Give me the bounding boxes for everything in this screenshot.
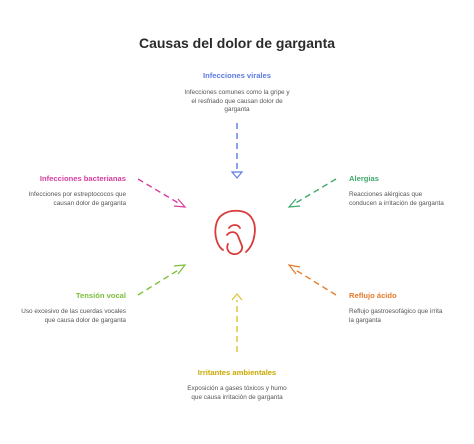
label-irritantes: Irritantes ambientales bbox=[197, 368, 277, 377]
label-bacteriana: Infecciones bacterianas bbox=[39, 174, 126, 183]
desc-bacteriana: Infecciones por estreptococos que causan… bbox=[28, 191, 126, 207]
label-viral: Infecciones virales bbox=[203, 71, 271, 80]
throat-icon bbox=[214, 209, 256, 256]
diagram-title: Causas del dolor de garganta bbox=[138, 35, 336, 51]
arrow-reflujo bbox=[287, 264, 337, 296]
desc-viral: Infecciones comunes como la gripe y el r… bbox=[184, 89, 290, 114]
arrow-alergias bbox=[287, 178, 337, 208]
label-alergias: Alergias bbox=[349, 174, 379, 183]
label-tension: Tensión vocal bbox=[75, 291, 126, 300]
label-reflujo: Reflujo ácido bbox=[349, 291, 397, 300]
arrow-viral bbox=[230, 123, 244, 179]
arrow-tension bbox=[137, 264, 187, 296]
desc-irritantes: Exposición a gases tóxicos y humo que ca… bbox=[187, 385, 287, 401]
arrow-bacteriana bbox=[137, 178, 187, 208]
desc-alergias: Reacciones alérgicas que conducen a irri… bbox=[349, 191, 444, 207]
desc-tension: Uso excesivo de las cuerdas vocales que … bbox=[21, 308, 126, 324]
arrow-irritantes bbox=[231, 293, 243, 352]
desc-reflujo: Reflujo gastroesofágico que irrita la ga… bbox=[349, 308, 443, 324]
